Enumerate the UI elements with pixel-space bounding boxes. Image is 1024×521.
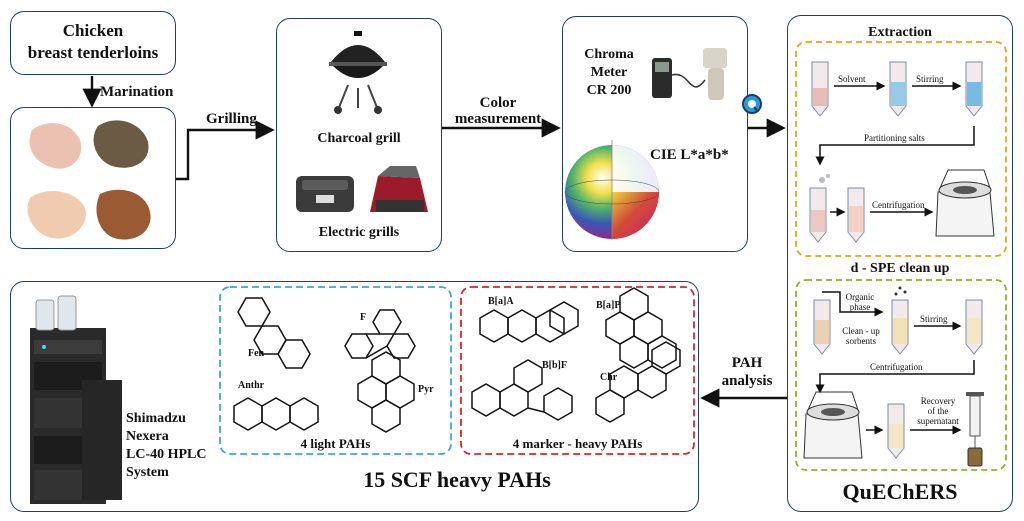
chroma-meter-line2: Meter xyxy=(590,65,628,80)
dspe-tubes-row1 xyxy=(813,286,983,355)
extraction-panel xyxy=(795,41,1007,257)
marination-label: Marination xyxy=(100,84,174,100)
pah-name-baa: B[a]A xyxy=(488,296,514,307)
sorbents-line2: sorbents xyxy=(846,336,876,346)
hplc-line1: Shimadzu xyxy=(126,411,186,426)
hplc-line3: LC-40 HPLC xyxy=(126,447,207,462)
anthr-structure-icon xyxy=(233,397,319,431)
pah-name-pyr: Pyr xyxy=(418,384,434,395)
centrifugation-label-2: Centrifugation xyxy=(870,362,923,372)
pah-analysis-box xyxy=(10,281,699,512)
heavy-pahs-panel xyxy=(460,286,695,455)
charcoal-grill-icon xyxy=(329,31,387,114)
stirring-label-2: Stirring xyxy=(920,314,948,324)
grilling-arrow xyxy=(176,120,275,181)
pyr-structure-icon xyxy=(357,351,415,433)
extraction-tubes-row2 xyxy=(809,174,865,243)
pah-name-f: F xyxy=(360,312,367,323)
centrifugation-label-1: Centrifugation xyxy=(872,200,925,210)
recovery-line1: Recovery xyxy=(920,396,956,406)
input-title-line2: breast tenderloins xyxy=(27,43,159,62)
pahs-title: 15 SCF heavy PAHs xyxy=(363,467,551,492)
baa-structure-icon xyxy=(479,301,579,343)
hplc-system-icon xyxy=(30,295,122,504)
charcoal-grill-label: Charcoal grill xyxy=(317,131,401,146)
fen-structure-icon xyxy=(237,297,311,369)
pah-analysis-line1: PAH xyxy=(731,355,763,371)
color-measurement-line1: Color xyxy=(479,95,517,111)
bbf-structure-icon xyxy=(471,359,573,421)
f-structure-icon xyxy=(344,309,416,359)
partitioning-salts-label: Partitioning salts xyxy=(864,133,925,143)
pah-name-bap: B[a]P xyxy=(596,300,621,311)
solvent-label: Solvent xyxy=(838,74,866,84)
dspe-panel xyxy=(795,279,1007,471)
cie-lab-sphere-icon xyxy=(564,140,660,240)
pah-name-bbf: B[b]F xyxy=(542,360,567,371)
chr-structure-icon xyxy=(595,341,681,423)
electric-grill-2-icon xyxy=(370,166,428,212)
electric-grill-1-icon xyxy=(296,176,354,212)
pah-name-anthr: Anthr xyxy=(238,380,265,391)
centrifuge-1-icon xyxy=(935,169,995,237)
chroma-meter-line3: CR 200 xyxy=(586,83,632,98)
recovery-line3: supernatant xyxy=(917,416,959,426)
syringe-icon xyxy=(966,392,984,467)
chicken-samples-icon xyxy=(27,120,151,240)
centrifuge-2-icon xyxy=(803,391,863,459)
quechers-logo-icon xyxy=(742,94,762,114)
color-measurement-line2: measurement xyxy=(454,111,542,127)
pah-name-fen: Fen xyxy=(248,348,265,359)
hplc-line4: System xyxy=(126,465,169,480)
light-pahs-panel xyxy=(219,286,452,455)
pah-name-chr: Chr xyxy=(600,372,618,383)
chroma-meter-line1: Chroma xyxy=(584,47,634,62)
bap-structure-icon xyxy=(605,287,677,369)
cie-lab-label: CIE L*a*b* xyxy=(650,147,729,163)
pah-analysis-line2: analysis xyxy=(721,373,773,389)
input-title-line1: Chicken xyxy=(62,21,124,40)
heavy-pahs-label: 4 marker - heavy PAHs xyxy=(512,436,643,451)
sorbents-line1: Clean - up xyxy=(842,326,880,336)
recovery-line2: of the xyxy=(927,406,949,416)
quechers-title: QuEChERS xyxy=(842,479,958,504)
dspe-title: d - SPE clean up xyxy=(850,261,950,276)
light-pahs-label: 4 light PAHs xyxy=(300,436,371,451)
electric-grills-label: Electric grills xyxy=(318,225,400,240)
grilling-label: Grilling xyxy=(206,111,257,127)
organic-phase-line1: Organic xyxy=(845,292,875,302)
extraction-title: Extraction xyxy=(868,25,932,40)
extraction-tubes-row1 xyxy=(811,61,983,117)
hplc-line2: Nexera xyxy=(126,429,169,444)
stirring-label-1: Stirring xyxy=(916,74,944,84)
input-box xyxy=(10,11,176,75)
chroma-meter-icon xyxy=(652,48,727,100)
organic-phase-line2: phase xyxy=(849,302,871,312)
